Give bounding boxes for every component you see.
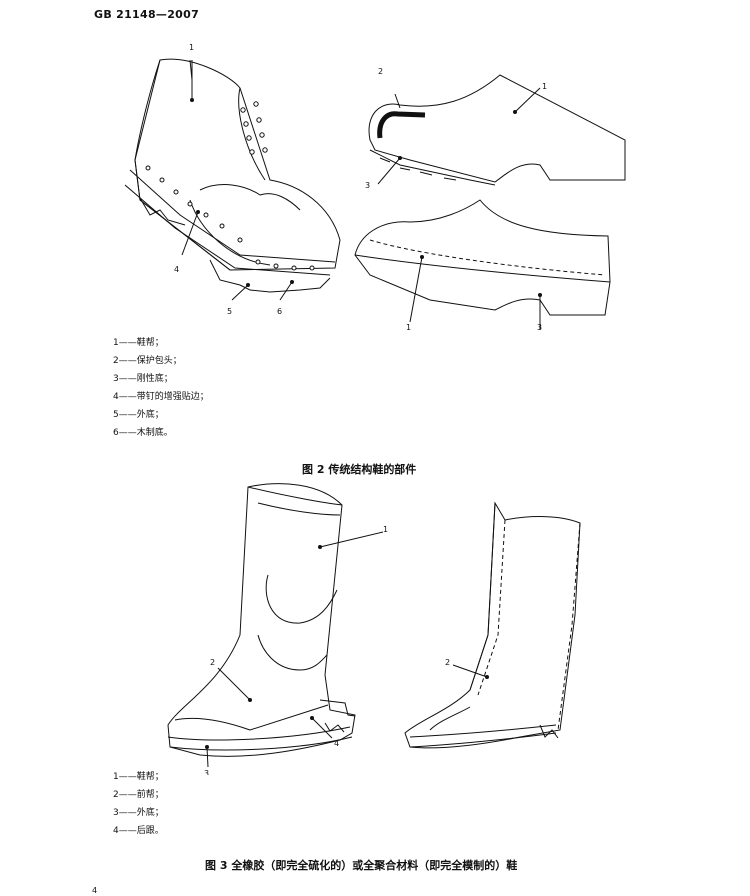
figure2-caption: 图 2 传统结构鞋的部件 — [302, 463, 417, 476]
fig2-callout-3a: 3 — [365, 181, 370, 190]
fig2-callout-6: 6 — [277, 307, 282, 316]
laced-boot-drawing — [124, 58, 341, 301]
legend-item: 3——刚性底； — [113, 374, 173, 384]
legend-item: 4——带钉的增强贴边； — [113, 392, 209, 402]
page-number: 4 — [92, 886, 98, 895]
fig2-callout-1a: 1 — [189, 43, 194, 52]
fig2-callout-4: 4 — [174, 265, 179, 274]
document-code: GB 21148—2007 — [94, 8, 200, 21]
legend-item: 3——外底； — [113, 808, 164, 818]
legend-item: 2——保护包头； — [113, 356, 182, 366]
figure3-legend: 1——鞋帮； 2——前帮； 3——外底； 4——后跟。 — [113, 768, 164, 840]
fig3-callout-1: 1 — [383, 525, 388, 534]
fig3-callout-4: 4 — [334, 739, 339, 748]
legend-item: 5——外底； — [113, 410, 164, 420]
figure2-illustration: 1 2 1 3 4 5 6 1 3 — [124, 43, 626, 330]
figure2-legend: 1——鞋帮； 2——保护包头； 3——刚性底； 4——带钉的增强贴边； 5——外… — [113, 334, 209, 442]
rubber-boot-front-drawing — [167, 483, 384, 768]
shoe-rigid-sole-drawing — [354, 199, 611, 330]
legend-item: 6——木制底。 — [113, 428, 173, 438]
shoe-with-toecap-drawing — [368, 74, 626, 186]
fig3-callout-2b: 2 — [445, 658, 450, 667]
fig2-callout-5: 5 — [227, 307, 232, 316]
figure3-caption: 图 3 全橡胶（即完全硫化的）或全聚合材料（即完全模制的）鞋 — [205, 859, 518, 872]
figure3-illustration: 1 2 3 4 2 — [167, 483, 581, 775]
legend-item: 2——前帮； — [113, 790, 164, 800]
fig2-callout-1b: 1 — [542, 82, 547, 91]
fig3-callout-3: 3 — [204, 769, 209, 775]
legend-item: 1——鞋帮； — [113, 338, 164, 348]
legend-item: 4——后跟。 — [113, 826, 164, 836]
fig3-callout-2a: 2 — [210, 658, 215, 667]
fig2-callout-2: 2 — [378, 67, 383, 76]
fig2-callout-3b: 3 — [537, 323, 542, 330]
rubber-boot-side-drawing — [404, 501, 581, 749]
legend-item: 1——鞋帮； — [113, 772, 164, 782]
fig2-callout-1c: 1 — [406, 323, 411, 330]
